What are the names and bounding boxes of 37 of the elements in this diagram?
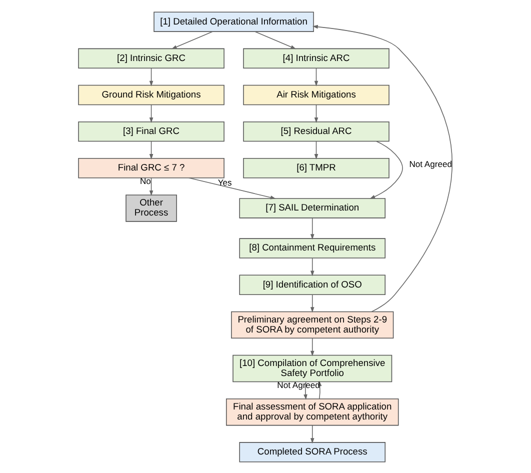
node-box: [4] Intrinsic ARC: [243, 48, 390, 68]
node-box: Completed SORA Process: [239, 442, 386, 462]
node-box: [6] TMPR: [243, 158, 390, 178]
arrow: [310, 257, 314, 276]
node-box: [10] Compilation of Comprehensive Safety Portfolio: [232, 354, 392, 382]
arrow: [312, 24, 452, 312]
node-box: Final assessment of SORA application and approval by competent aythority: [226, 398, 399, 426]
edge-label: No: [140, 175, 151, 186]
arrow: [314, 68, 318, 86]
node-box: Ground Risk Mitigations: [78, 84, 224, 105]
arrow: [370, 140, 403, 198]
arrow: [314, 140, 318, 160]
edge-label: Yes: [218, 177, 232, 188]
node-box: Final GRC ≤ 7 ?: [78, 158, 224, 178]
arrow: [310, 294, 314, 312]
node-box: [8] Containment Requirements: [239, 238, 386, 258]
node-box: Preliminary agreement on Steps 2-9 of SORA by competent authority: [231, 310, 394, 338]
node-box: Air Risk Mitigations: [243, 84, 390, 105]
arrow: [149, 177, 154, 196]
edge-label: Not Agreed: [277, 379, 320, 390]
arrow: [310, 424, 314, 444]
arrow: [314, 104, 318, 122]
arrow: [310, 337, 314, 356]
node-box: [2] Intrinsic GRC: [78, 48, 224, 68]
edge-label: Not Agreed: [409, 158, 452, 168]
arrow: [149, 140, 154, 160]
node-box: Other Process: [126, 194, 177, 222]
arrow: [149, 68, 154, 86]
arrow: [149, 104, 154, 122]
arrow: [188, 177, 276, 199]
node-box: [9] Identification of OSO: [239, 274, 386, 294]
arrow: [304, 381, 308, 400]
arrow: [310, 217, 314, 240]
node-box: [5] Residual ARC: [243, 120, 390, 142]
node-box: [7] SAIL Determination: [239, 198, 386, 218]
node-box: [3] Final GRC: [78, 120, 224, 142]
node-box: [1] Detailed Operational Information: [154, 11, 314, 32]
